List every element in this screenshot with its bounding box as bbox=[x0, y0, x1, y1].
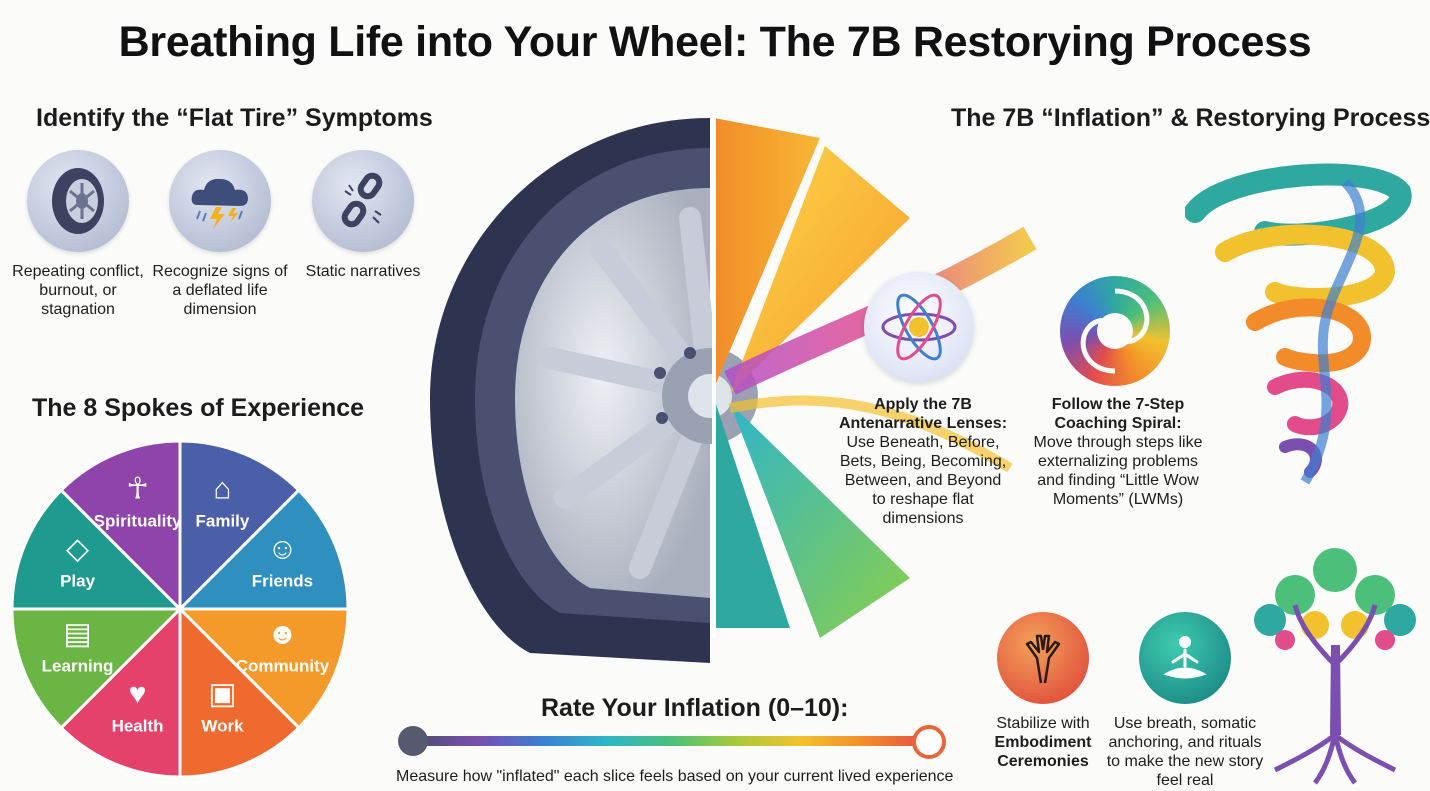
spoke-label-spirituality: Spirituality bbox=[94, 512, 182, 531]
rating-min-handle[interactable] bbox=[398, 726, 428, 756]
spoke-label-health: Health bbox=[112, 716, 164, 735]
tornado-illustration bbox=[1185, 163, 1412, 485]
spiral-title: Follow the 7-Step Coaching Spiral: bbox=[1051, 396, 1185, 432]
spoke-label-learning: Learning bbox=[42, 656, 114, 675]
spiral-icon bbox=[1080, 288, 1150, 374]
rating-max-handle[interactable] bbox=[912, 725, 946, 759]
spoke-segment-play bbox=[10, 488, 184, 611]
spoke-label-family: Family bbox=[196, 512, 250, 531]
symptom-tire bbox=[27, 150, 129, 252]
lenses-body: Use Beneath, Before, Bets, Being, Becomi… bbox=[839, 434, 1007, 527]
lenses-title: Apply the 7B Antenarrative Lenses: bbox=[838, 396, 1008, 432]
spoke-segment-health bbox=[59, 605, 182, 779]
spoke-segment-learning bbox=[10, 607, 184, 730]
meditation-icon: ☥ bbox=[126, 473, 148, 506]
embodiment-bold: Embodiment Ceremonies bbox=[994, 734, 1092, 770]
spoke-segment-work bbox=[178, 605, 301, 779]
rating-slider[interactable] bbox=[398, 725, 946, 759]
page-title: Breathing Life into Your Wheel: The 7B R… bbox=[118, 18, 1312, 66]
friends-icon: ☺ bbox=[267, 533, 298, 566]
spiral-badge bbox=[1060, 276, 1170, 386]
spoke-segment-community bbox=[176, 607, 350, 730]
symptoms-heading: Identify the “Flat Tire” Symptoms bbox=[36, 104, 433, 132]
tree-illustration bbox=[1254, 548, 1416, 785]
heart-icon: ♥ bbox=[129, 677, 147, 710]
spokes-heading: The 8 Spokes of Experience bbox=[32, 394, 365, 422]
symptom-tire-caption: Repeating conflict, burnout, or stagnati… bbox=[12, 263, 144, 318]
embodiment-pre: Stabilize with bbox=[996, 715, 1090, 732]
spiral-body: Move through steps like externalizing pr… bbox=[1033, 434, 1203, 508]
storm-cloud-icon bbox=[191, 178, 248, 229]
book-icon: ▤ bbox=[63, 617, 91, 650]
embodiment-text: Stabilize with Embodiment Ceremonies bbox=[985, 714, 1101, 771]
briefcase-icon: ▣ bbox=[208, 677, 236, 710]
broken-chain-icon bbox=[341, 172, 383, 228]
hands-icon bbox=[1025, 634, 1061, 684]
breath-badge bbox=[1139, 612, 1231, 704]
spiral-text: Follow the 7-Step Coaching Spiral: Move … bbox=[1028, 395, 1208, 509]
community-icon: ☻ bbox=[267, 617, 299, 650]
spoke-label-community: Community bbox=[236, 656, 330, 675]
rating-heading: Rate Your Inflation (0–10): bbox=[541, 694, 849, 722]
atom-icon bbox=[881, 293, 957, 361]
lenses-text: Apply the 7B Antenarrative Lenses: Use B… bbox=[838, 395, 1008, 528]
spoke-segment-spirituality bbox=[59, 439, 182, 613]
lenses-badge bbox=[864, 272, 974, 382]
process-heading: The 7B “Inflation” & Restorying Process bbox=[951, 104, 1430, 132]
meditation-icon bbox=[1163, 636, 1207, 679]
spokes-wheel: ⌂ Family ☺ Friends ☻ Community▣ Work ♥ Health ▤ Le… bbox=[10, 439, 350, 779]
tire-icon bbox=[52, 168, 104, 234]
embodiment-badge bbox=[997, 612, 1089, 704]
spoke-label-play: Play bbox=[60, 572, 96, 591]
rating-caption: Measure how "inflated" each slice feels … bbox=[396, 768, 954, 785]
tire-illustration bbox=[430, 118, 1037, 663]
kite-icon: ◇ bbox=[66, 533, 89, 566]
spoke-label-friends: Friends bbox=[252, 572, 313, 591]
symptom-chain-caption: Static narratives bbox=[305, 263, 421, 280]
spoke-segment-friends bbox=[176, 488, 350, 611]
spoke-segment-family bbox=[178, 439, 301, 613]
rating-track[interactable] bbox=[412, 736, 930, 746]
spoke-label-work: Work bbox=[201, 716, 244, 735]
breath-text: Use breath, somatic anchoring, and ritua… bbox=[1106, 715, 1264, 789]
symptom-storm bbox=[169, 150, 271, 252]
symptom-chain bbox=[312, 150, 414, 252]
symptom-storm-caption: Recognize signs of a deflated life dimen… bbox=[152, 263, 288, 318]
house-icon: ⌂ bbox=[213, 473, 231, 506]
